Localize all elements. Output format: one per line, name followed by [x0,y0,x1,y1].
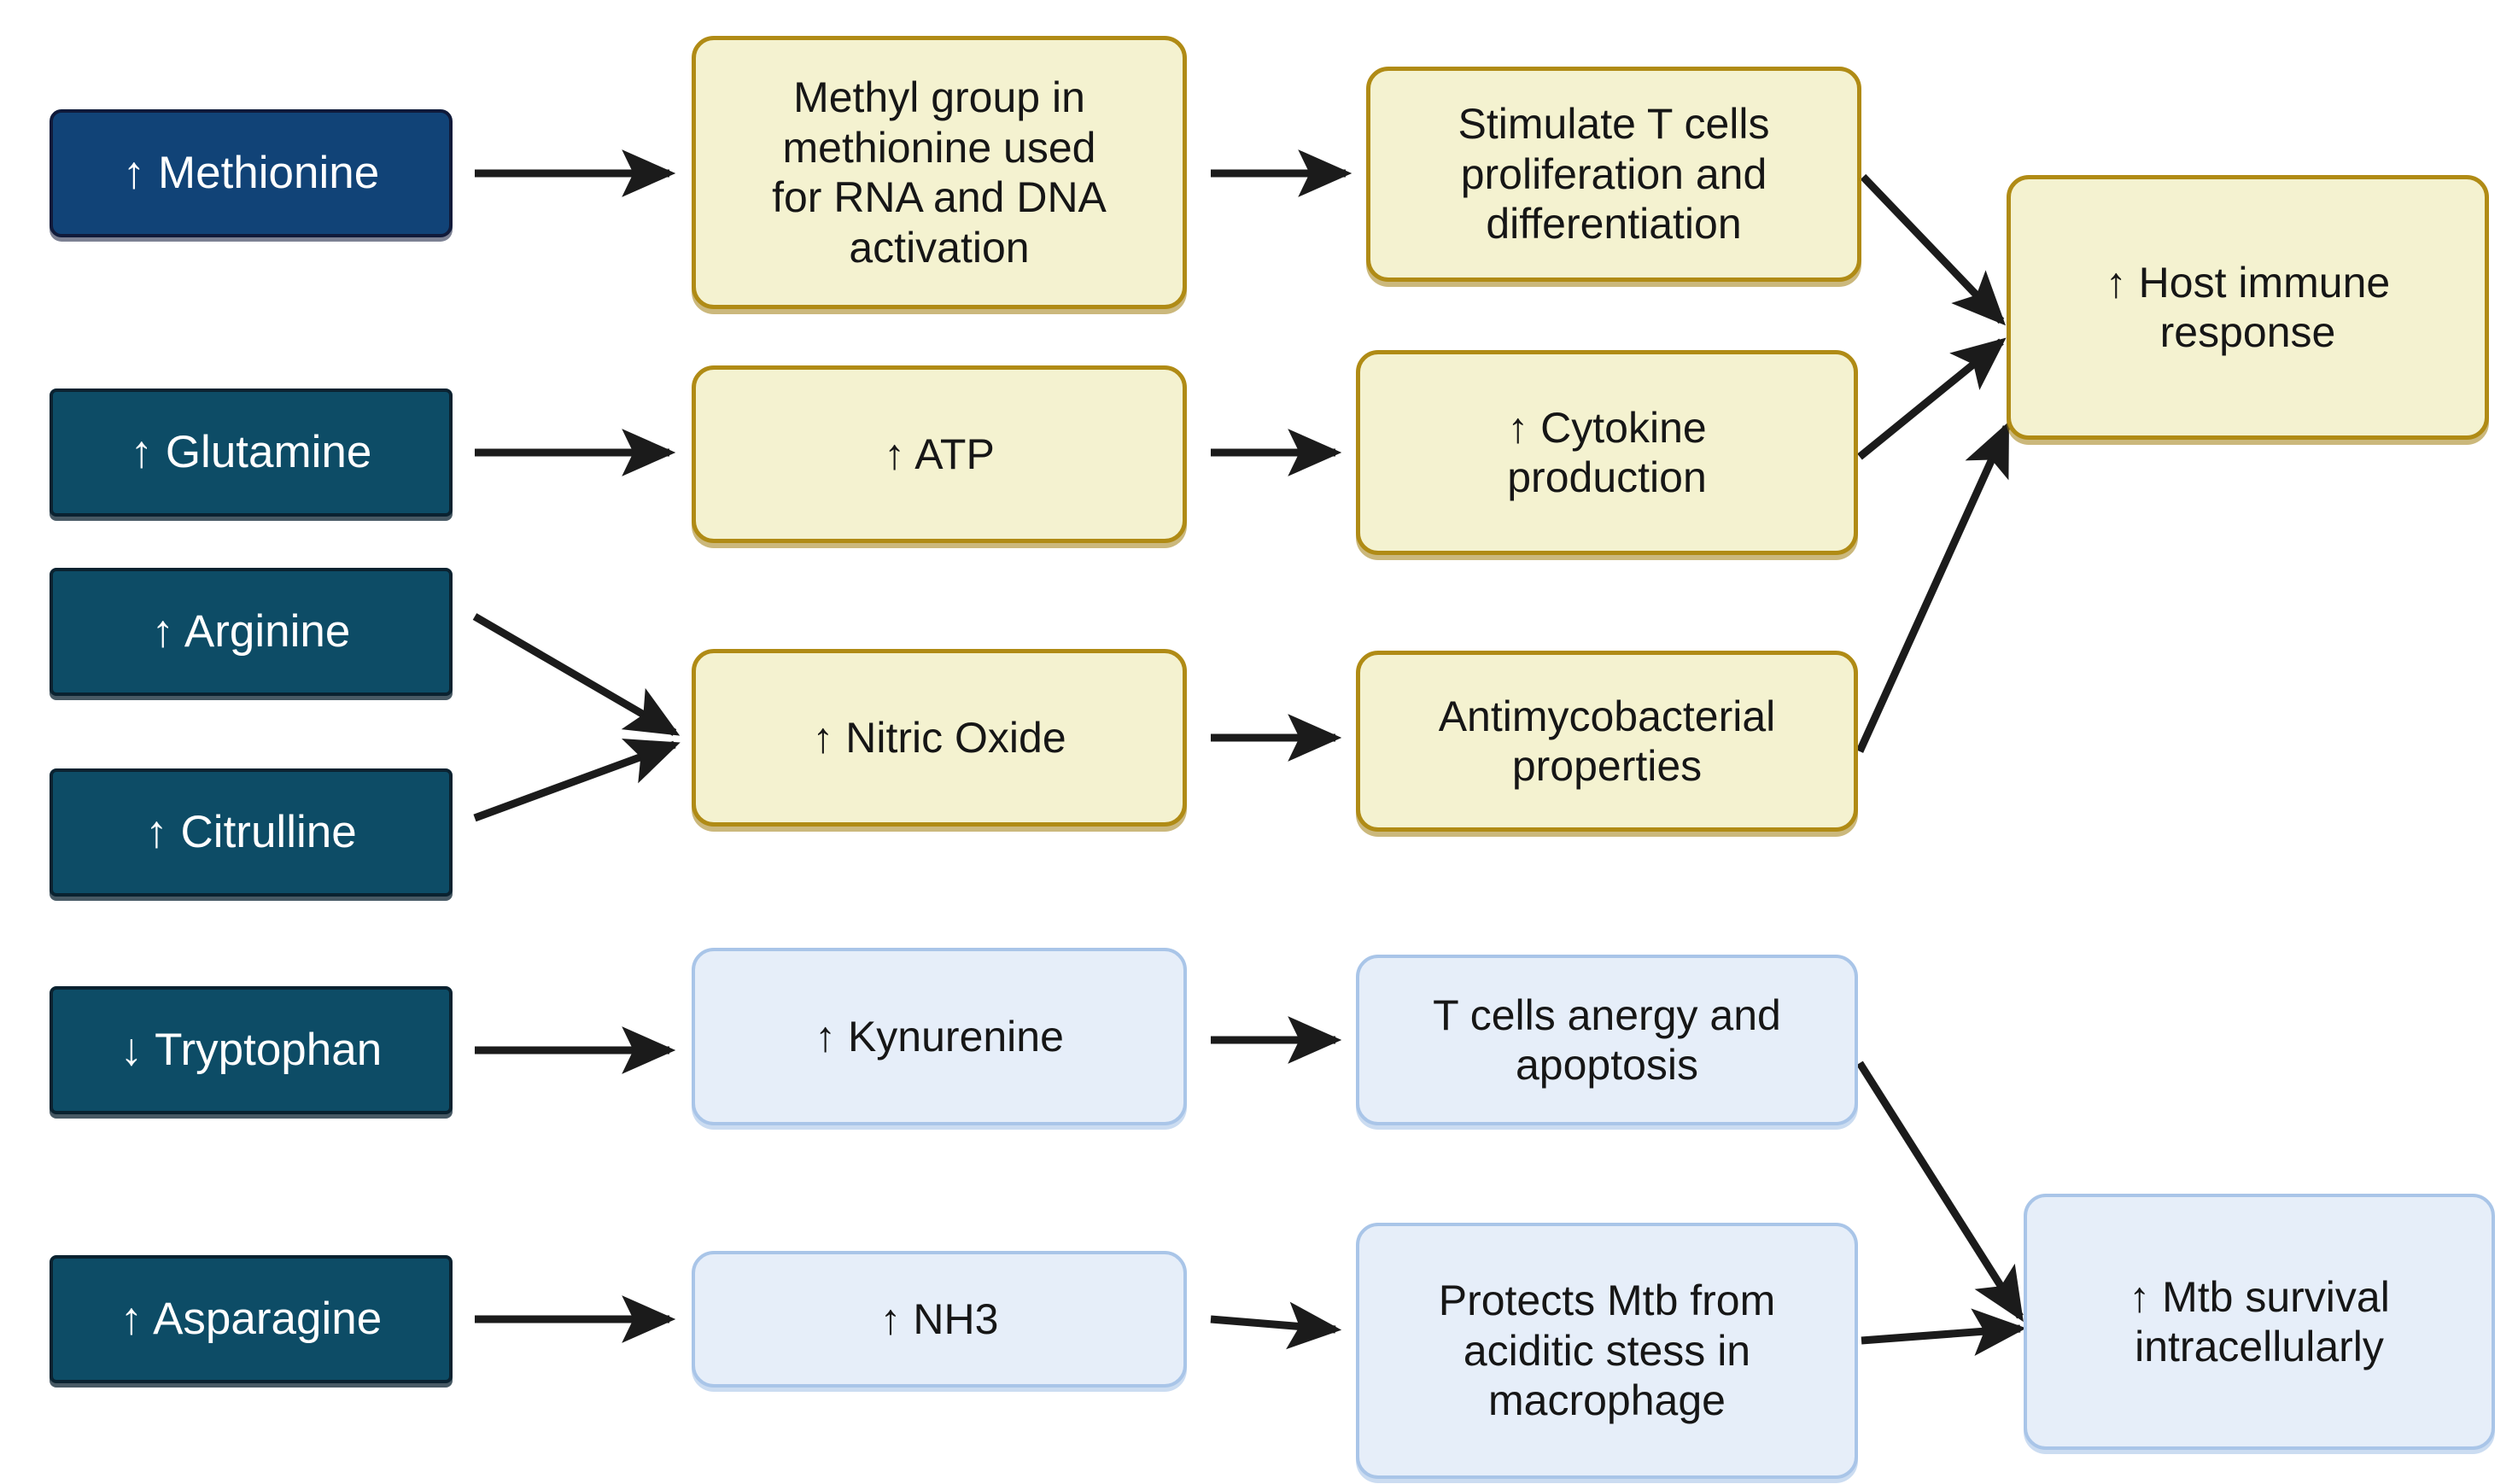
node-label-mtb-survival: ↑ Mtb survival intracellularly [2129,1272,2390,1371]
edge-antimyco-to-host-immune [1855,421,2011,753]
node-label-host-immune: ↑ Host immune response [2105,258,2391,357]
node-label-antimycobacterial: Antimycobacterial properties [1438,692,1776,791]
edge-cytokine-to-host-immune [1857,337,2007,460]
edge-tcell-anergy-to-mtb-survival [1856,1060,2024,1323]
edge-nh3-to-protects-mtb [1210,1301,1342,1350]
node-tcell-anergy[interactable]: T cells anergy and apoptosis [1356,955,1858,1125]
node-antimycobacterial[interactable]: Antimycobacterial properties [1356,651,1858,832]
node-nitric-oxide[interactable]: ↑ Nitric Oxide [692,649,1187,827]
edge-arginine-to-nitric-oxide [472,613,681,736]
node-label-protects-mtb: Protects Mtb from aciditic stess in macr… [1438,1277,1776,1425]
node-tryptophan[interactable]: ↓ Tryptophan [50,986,453,1114]
node-label-kynurenine: ↑ Kynurenine [815,1012,1064,1060]
node-glutamine[interactable]: ↑ Glutamine [50,389,453,517]
node-kynurenine[interactable]: ↑ Kynurenine [692,948,1187,1125]
edge-stimulate-to-host-immune [1860,173,2006,326]
node-asparagine[interactable]: ↑ Asparagine [50,1255,453,1383]
node-label-glutamine: ↑ Glutamine [130,427,372,477]
node-label-methyl-group: Methyl group in methionine used for RNA … [772,73,1107,272]
node-protects-mtb[interactable]: Protects Mtb from aciditic stess in macr… [1356,1223,1858,1479]
node-label-nitric-oxide: ↑ Nitric Oxide [812,713,1066,762]
node-citrulline[interactable]: ↑ Citrulline [50,768,453,897]
node-methionine[interactable]: ↑ Methionine [50,109,453,237]
node-methyl-group[interactable]: Methyl group in methionine used for RNA … [692,36,1187,309]
node-label-nh3: ↑ NH3 [879,1294,999,1343]
node-label-stimulate-tcells: Stimulate T cells proliferation and diff… [1458,100,1770,248]
node-host-immune[interactable]: ↑ Host immune response [2007,175,2489,440]
node-label-citrulline: ↑ Citrulline [145,807,357,857]
node-mtb-survival[interactable]: ↑ Mtb survival intracellularly [2024,1194,2495,1450]
node-nh3[interactable]: ↑ NH3 [692,1251,1187,1388]
node-label-tryptophan: ↓ Tryptophan [120,1025,383,1075]
node-arginine[interactable]: ↑ Arginine [50,568,453,696]
node-label-arginine: ↑ Arginine [151,606,351,657]
node-cytokine[interactable]: ↑ Cytokine production [1356,350,1858,555]
node-stimulate-tcells[interactable]: Stimulate T cells proliferation and diff… [1366,67,1861,282]
node-atp[interactable]: ↑ ATP [692,365,1187,543]
node-label-asparagine: ↑ Asparagine [120,1294,383,1344]
node-label-cytokine: ↑ Cytokine production [1507,403,1707,502]
node-label-tcell-anergy: T cells anergy and apoptosis [1433,990,1781,1090]
edge-protects-mtb-to-mtb-survival [1861,1308,2027,1357]
node-label-atp: ↑ ATP [884,429,995,478]
node-label-methionine: ↑ Methionine [122,148,380,198]
edge-citrulline-to-nitric-oxide [473,739,681,822]
